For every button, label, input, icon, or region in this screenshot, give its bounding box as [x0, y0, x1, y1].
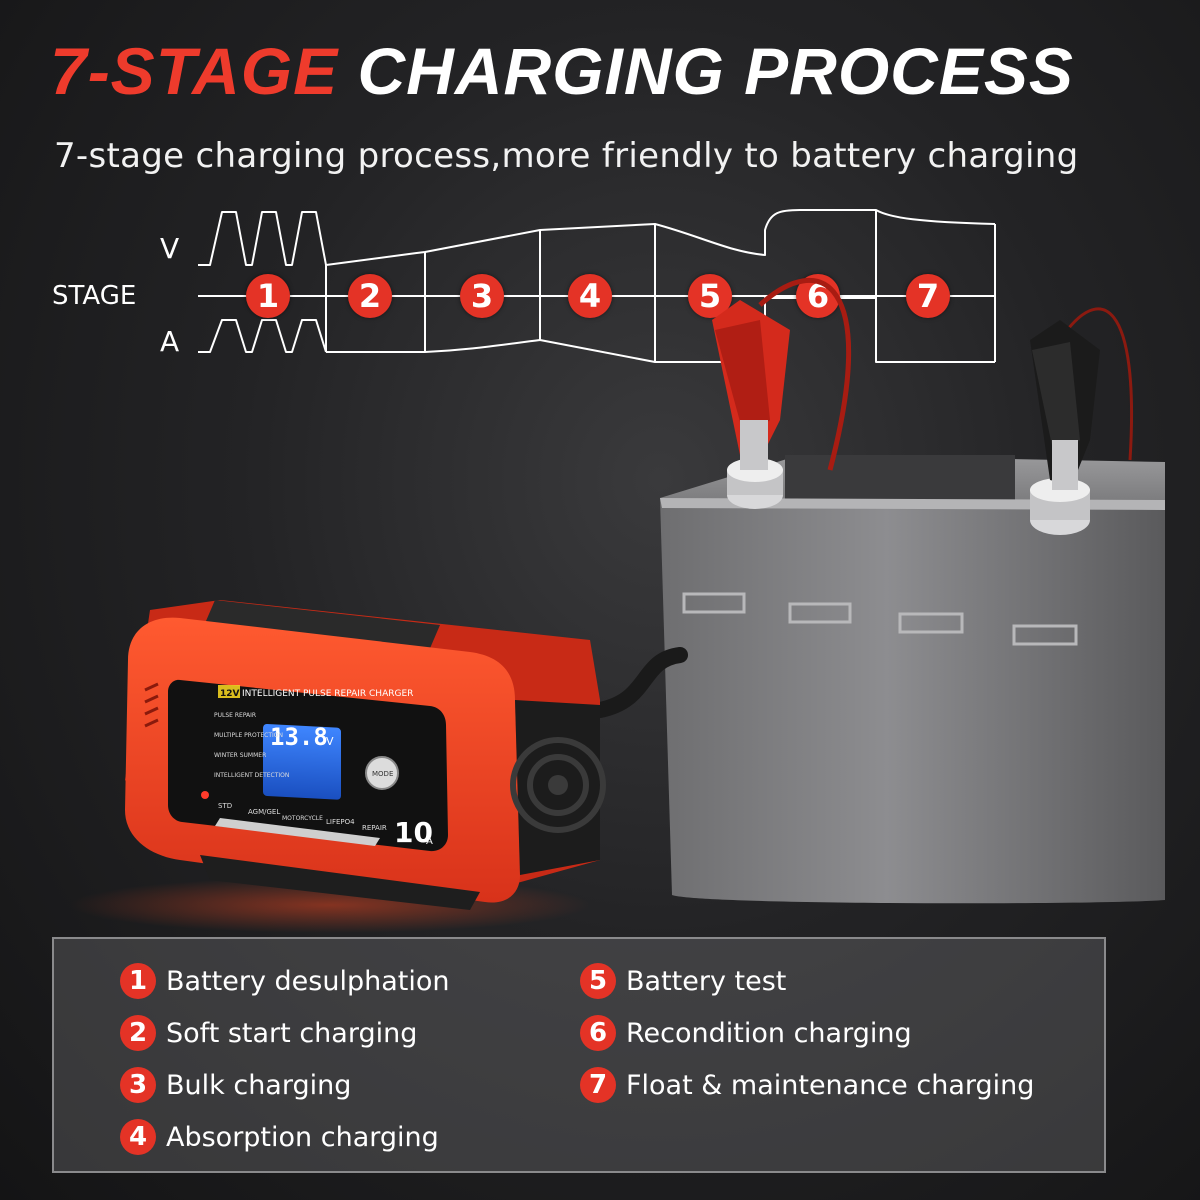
legend-item-2: 2 Soft start charging	[120, 1015, 417, 1051]
legend-text: Battery test	[626, 965, 787, 997]
charger-mode-label: LIFEPO4	[326, 818, 355, 826]
legend-text: Battery desulphation	[166, 965, 450, 997]
legend-number: 4	[120, 1119, 156, 1155]
current-axis-label: A	[160, 325, 180, 358]
headline-rest: CHARGING PROCESS	[357, 34, 1074, 108]
charger-mode-label: MOTORCYCLE	[282, 815, 323, 822]
current-pulse-waveform	[198, 319, 327, 353]
black-clamp	[1030, 320, 1100, 490]
headline: 7-STAGE CHARGING PROCESS	[50, 38, 1074, 104]
product-illustration: 12V 12V INTELLIGENT PULSE REPAIR CHARGER…	[70, 278, 1165, 933]
legend-number: 3	[120, 1067, 156, 1103]
charger-mode-label: REPAIR	[362, 824, 387, 832]
stage-badge-5: 5	[688, 274, 732, 318]
charger-feature: PULSE REPAIR	[214, 712, 256, 719]
charger-feature: WINTER SUMMER	[214, 752, 266, 759]
voltage-pulse-waveform	[198, 211, 327, 266]
charger-feature: MULTIPLE PROTECTION	[214, 732, 283, 739]
stage-badge-4: 4	[568, 274, 612, 318]
lcd-unit: V	[326, 735, 334, 748]
charger-mode-label: AGM/GEL	[248, 808, 280, 816]
legend-text: Recondition charging	[626, 1017, 912, 1049]
charger-panel-title: INTELLIGENT PULSE REPAIR CHARGER	[242, 689, 413, 699]
legend-text: Bulk charging	[166, 1069, 352, 1101]
legend-number: 5	[580, 963, 616, 999]
status-led	[201, 791, 209, 799]
legend-item-6: 6 Recondition charging	[580, 1015, 912, 1051]
legend-number: 2	[120, 1015, 156, 1051]
battery-vent	[788, 602, 852, 624]
headline-accent: 7-STAGE	[50, 34, 339, 108]
stage-legend: 1 Battery desulphation 2 Soft start char…	[52, 937, 1106, 1173]
subtitle: 7-stage charging process,more friendly t…	[54, 136, 1079, 176]
charger-voltage-label: 12V	[220, 689, 240, 699]
legend-text: Absorption charging	[166, 1121, 439, 1153]
voltage-envelope	[325, 209, 996, 352]
stage-badge-7: 7	[906, 274, 950, 318]
legend-text: Soft start charging	[166, 1017, 418, 1049]
legend-item-5: 5 Battery test	[580, 963, 786, 999]
charger-mode-label: STD	[218, 802, 232, 810]
lcd-value: 13.8	[270, 723, 328, 751]
battery-body	[660, 498, 1165, 904]
stage-axis-label: STAGE	[52, 281, 137, 311]
legend-number: 1	[120, 963, 156, 999]
stage-badge-2: 2	[348, 274, 392, 318]
black-red-cable	[1058, 307, 1134, 461]
red-cable	[758, 278, 852, 471]
battery-vent	[682, 592, 746, 614]
stage-badge-3: 3	[460, 274, 504, 318]
battery-lid-block	[785, 455, 1015, 505]
charger-current-unit: A	[426, 836, 433, 847]
red-clamp	[712, 300, 790, 470]
battery	[660, 455, 1165, 904]
legend-item-1: 1 Battery desulphation	[120, 963, 449, 999]
charger-feature: INTELLIGENT DETECTION	[214, 772, 289, 779]
mode-button	[365, 756, 399, 790]
mode-button-label: MODE	[372, 770, 393, 778]
legend-item-3: 3 Bulk charging	[120, 1067, 351, 1103]
battery-vent	[1012, 624, 1078, 646]
legend-item-4: 4 Absorption charging	[120, 1119, 439, 1155]
legend-number: 6	[580, 1015, 616, 1051]
stage-badge-1: 1	[246, 274, 290, 318]
charger-cable	[592, 647, 688, 718]
legend-number: 7	[580, 1067, 616, 1103]
lcd-display	[263, 723, 341, 800]
legend-text: Float & maintenance charging	[626, 1069, 1035, 1101]
charger	[125, 600, 606, 910]
voltage-axis-label: V	[160, 232, 180, 265]
charger-current: 10	[394, 816, 433, 849]
battery-vent	[898, 612, 964, 634]
legend-item-7: 7 Float & maintenance charging	[580, 1067, 1034, 1103]
